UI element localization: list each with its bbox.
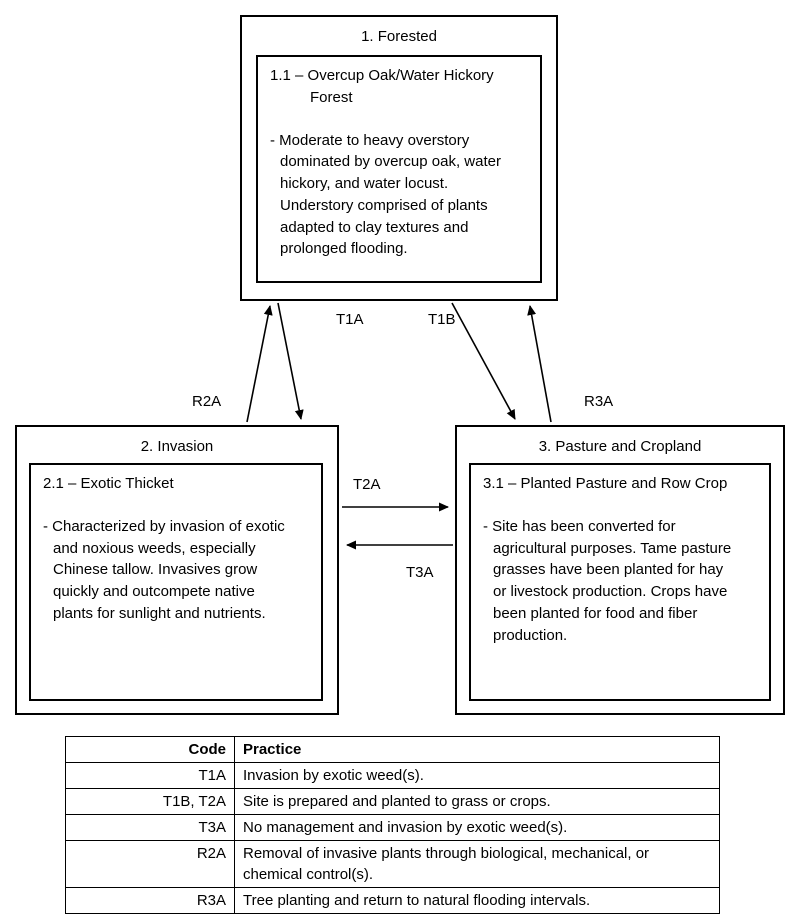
practice-code-table: Code Practice T1A Invasion by exotic wee…	[65, 736, 720, 914]
community-description-invasion: - Characterized by invasion of exotic an…	[43, 517, 285, 622]
state-title-invasion: 2. Invasion	[140, 438, 214, 455]
practice-cell: Site is prepared and planted to grass or…	[234, 788, 720, 815]
table-row: R2A Removal of invasive plants through b…	[65, 840, 720, 888]
arrow-t1a	[277, 302, 304, 420]
community-description-pasture-cropland: - Site has been converted for agricultur…	[483, 517, 732, 644]
state-title-pasture-cropland: 3. Pasture and Cropland	[538, 438, 702, 455]
arrow-label-t2a: T2A	[353, 476, 381, 493]
community-box-pasture-cropland: 3.1 – Planted Pasture and Row Crop - Sit…	[469, 463, 771, 701]
practice-cell: Invasion by exotic weed(s).	[234, 762, 720, 789]
code-cell: R2A	[65, 840, 235, 888]
table-row: R3A Tree planting and return to natural …	[65, 887, 720, 914]
table-row: T1B, T2A Site is prepared and planted to…	[65, 788, 720, 815]
community-subtitle-invasion: 2.1 – Exotic Thicket	[43, 475, 174, 492]
state-box-invasion: 2. Invasion 2.1 – Exotic Thicket - Chara…	[15, 425, 339, 715]
table-header-code: Code	[65, 736, 235, 763]
arrow-r3a	[527, 305, 552, 423]
code-cell: T3A	[65, 814, 235, 841]
arrow-r2a	[246, 305, 273, 423]
arrow-label-t3a: T3A	[406, 564, 434, 581]
code-cell: T1A	[65, 762, 235, 789]
community-box-forested: 1.1 – Overcup Oak/Water Hickory Forest -…	[256, 55, 542, 283]
community-subtitle-forested: 1.1 – Overcup Oak/Water Hickory Forest	[270, 67, 494, 106]
table-header-row: Code Practice	[65, 736, 720, 763]
arrow-label-t1b: T1B	[428, 311, 456, 328]
state-box-forested: 1. Forested 1.1 – Overcup Oak/Water Hick…	[240, 15, 558, 301]
code-cell: T1B, T2A	[65, 788, 235, 815]
state-box-pasture-cropland: 3. Pasture and Cropland 3.1 – Planted Pa…	[455, 425, 785, 715]
community-box-invasion: 2.1 – Exotic Thicket - Characterized by …	[29, 463, 323, 701]
state-title-forested: 1. Forested	[361, 28, 437, 45]
table-header-practice: Practice	[234, 736, 720, 763]
table-row: T1A Invasion by exotic weed(s).	[65, 762, 720, 789]
arrow-t1b	[451, 302, 516, 420]
table-row: T3A No management and invasion by exotic…	[65, 814, 720, 841]
arrow-label-r2a: R2A	[192, 393, 222, 410]
practice-cell: Tree planting and return to natural floo…	[234, 887, 720, 914]
practice-cell: Removal of invasive plants through biolo…	[234, 840, 720, 888]
practice-cell: No management and invasion by exotic wee…	[234, 814, 720, 841]
arrow-label-t1a: T1A	[336, 311, 364, 328]
code-cell: R3A	[65, 887, 235, 914]
community-subtitle-pasture-cropland: 3.1 – Planted Pasture and Row Crop	[483, 475, 728, 492]
arrow-label-r3a: R3A	[584, 393, 614, 410]
community-description-forested: - Moderate to heavy overstory dominated …	[270, 131, 501, 258]
